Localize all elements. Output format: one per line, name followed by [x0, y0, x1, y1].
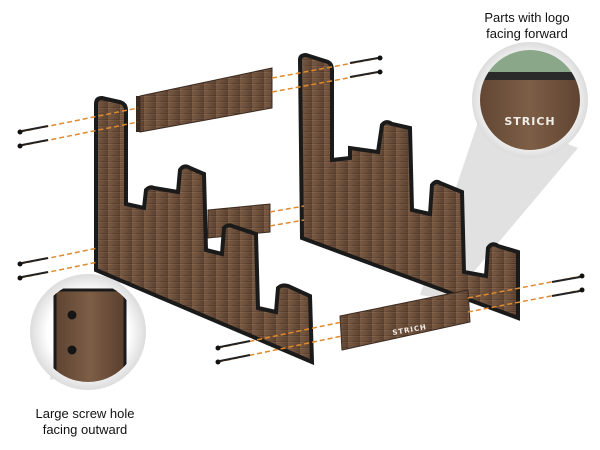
screw-hole-callout	[30, 274, 146, 390]
back-crossbar	[136, 67, 273, 133]
screw-set-middle-left	[17, 247, 99, 281]
screw-set-middle-right	[269, 205, 305, 227]
front-crossbar: STRICH	[339, 289, 471, 351]
logo-orientation-caption-line-2: facing forward	[486, 26, 568, 41]
logo-orientation-caption-line-1: Parts with logo	[484, 10, 570, 25]
large-screw-hole-icon-2	[67, 345, 77, 355]
screw-set-back-right	[271, 55, 383, 93]
large-screw-hole-icon	[67, 310, 77, 320]
screw-hole-caption: Large screw hole facing outward	[10, 406, 160, 438]
screw-hole-caption-line-1: Large screw hole	[35, 406, 135, 421]
screw-set-front-right	[467, 273, 585, 313]
logo-callout-text: STRICH	[504, 115, 555, 128]
right-side-panel	[297, 52, 520, 321]
screw-hole-caption-line-2: facing outward	[42, 422, 128, 437]
screw-set-front-left	[215, 321, 343, 365]
screw-set-back-left	[17, 107, 139, 149]
logo-orientation-caption: Parts with logo facing forward	[462, 10, 592, 42]
left-side-panel	[94, 95, 315, 366]
